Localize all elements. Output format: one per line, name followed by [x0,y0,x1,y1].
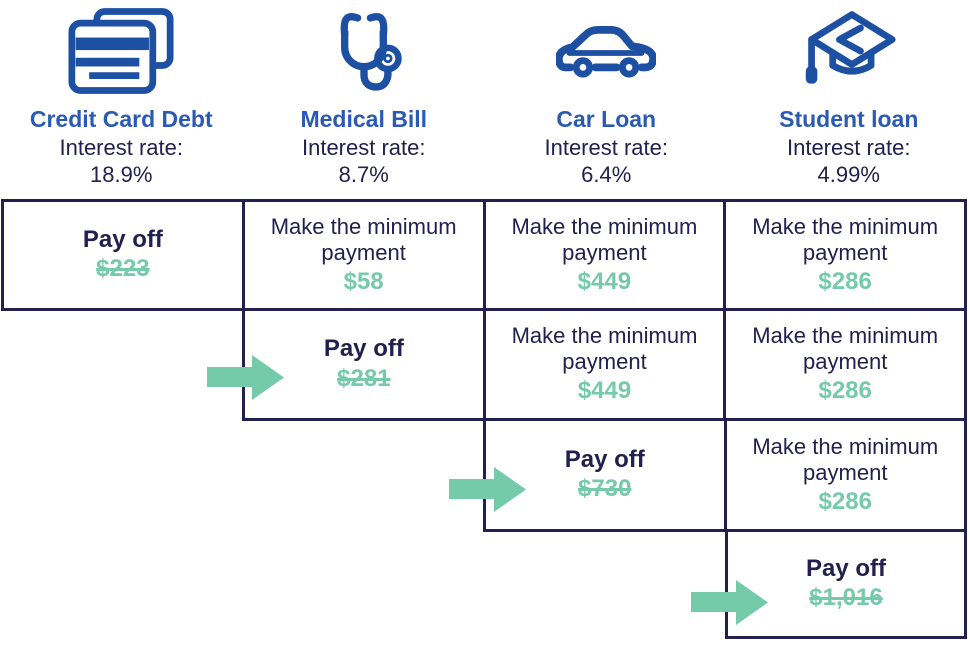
payoff-cell-credit-card: Pay off $223 [4,202,242,308]
payoff-label: Pay off [564,445,645,473]
table-row-2: Pay off $281 Make the minimum payment $4… [242,308,967,421]
minimum-label: Make the minimum payment [511,323,698,375]
minimum-cell-car-loan: Make the minimum payment $449 [482,311,724,418]
table-row-1: Pay off $223 Make the minimum payment $5… [1,199,967,311]
arrow-right-icon [207,355,284,400]
minimum-amount: $286 [818,377,872,405]
credit-card-icon [68,7,174,94]
minimum-amount: $58 [343,267,384,295]
interest-label: Interest rate: [544,135,668,161]
payoff-label: Pay off [805,554,886,582]
minimum-amount: $286 [818,267,872,295]
header-student-loan: Student loan Interest rate:4.99% [728,0,970,199]
header-row: Credit Card Debt Interest rate:18.9% Med… [0,0,970,199]
arrow-right-icon [691,580,768,625]
minimum-label: Make the minimum payment [752,323,939,375]
minimum-cell-student-loan: Make the minimum payment $286 [723,202,964,308]
interest-rate: 4.99% [817,162,880,188]
payoff-cell-student-loan: Pay off $1,016 [728,532,964,636]
column-title: Car Loan [556,106,657,132]
interest-rate: 8.7% [338,162,389,188]
interest-label: Interest rate: [786,135,911,161]
table-row-3: Pay off $730 Make the minimum payment $2… [483,418,967,532]
payoff-cell-car-loan: Pay off $730 [486,421,724,529]
header-medical-bill: Medical Bill Interest rate:8.7% [243,0,486,199]
interest-label: Interest rate: [301,135,426,161]
minimum-cell-medical-bill: Make the minimum payment $58 [241,202,483,308]
column-title: Credit Card Debt [29,106,213,132]
minimum-cell-car-loan: Make the minimum payment $449 [482,202,724,308]
interest-label: Interest rate: [59,135,183,161]
payoff-label: Pay off [82,225,163,253]
minimum-amount: $449 [577,267,632,295]
payoff-amount: $1,016 [809,584,883,612]
minimum-label: Make the minimum payment [270,213,457,265]
payoff-amount: $281 [337,364,391,392]
payoff-amount: $730 [578,475,632,503]
stethoscope-icon [340,12,402,91]
car-icon [556,25,657,77]
interest-rate: 18.9% [90,162,153,188]
column-title: Student loan [779,106,919,132]
minimum-amount: $449 [577,377,632,405]
table-row-4: Pay off $1,016 [725,529,967,639]
interest-rate: 6.4% [581,162,632,188]
payoff-label: Pay off [323,335,404,363]
minimum-label: Make the minimum payment [511,213,698,265]
minimum-label: Make the minimum payment [752,433,939,485]
minimum-amount: $286 [818,487,872,515]
arrow-right-icon [449,467,526,512]
payoff-cell-medical-bill: Pay off $281 [245,311,483,418]
header-credit-card: Credit Card Debt Interest rate:18.9% [0,0,243,199]
minimum-cell-student-loan: Make the minimum payment $286 [723,311,964,418]
payoff-amount: $223 [96,255,150,283]
header-car-loan: Car Loan Interest rate:6.4% [485,0,728,199]
minimum-cell-student-loan: Make the minimum payment $286 [723,421,965,529]
column-title: Medical Bill [300,106,428,132]
minimum-label: Make the minimum payment [752,213,939,265]
graduation-cap-icon [805,10,896,84]
